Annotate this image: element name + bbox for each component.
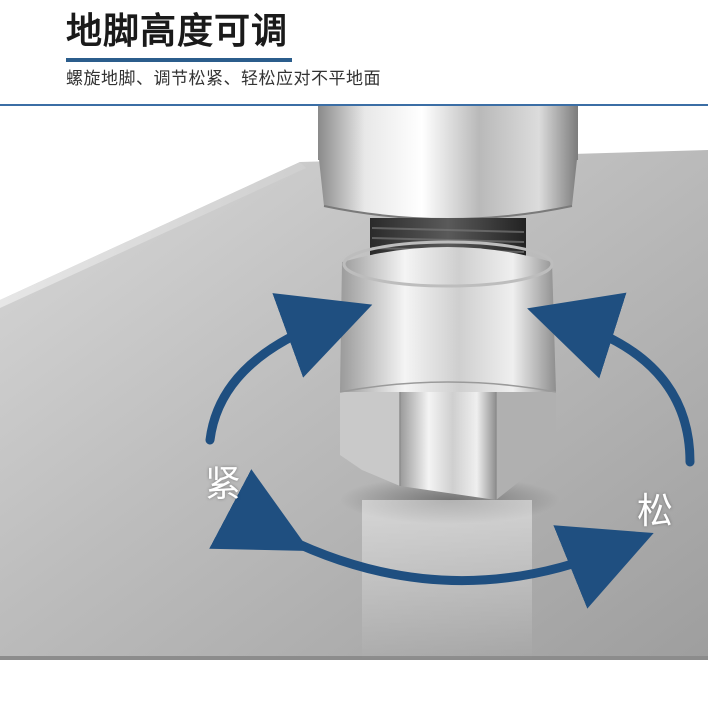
page-title: 地脚高度可调 xyxy=(66,11,289,52)
adjustable-foot-photo xyxy=(0,106,708,708)
arrow-lower xyxy=(209,469,654,609)
adjusting-nut xyxy=(340,247,556,392)
loosen-label: 松 xyxy=(637,491,674,532)
arrow-upper-right xyxy=(527,292,695,467)
arrow-upper-left xyxy=(205,293,373,445)
tighten-label: 紧 xyxy=(205,464,242,505)
title-underline xyxy=(66,58,292,62)
plate-edge xyxy=(0,162,306,308)
divider-line xyxy=(0,104,708,106)
page-subtitle: 螺旋地脚、调节松紧、轻松应对不平地面 xyxy=(66,69,381,89)
